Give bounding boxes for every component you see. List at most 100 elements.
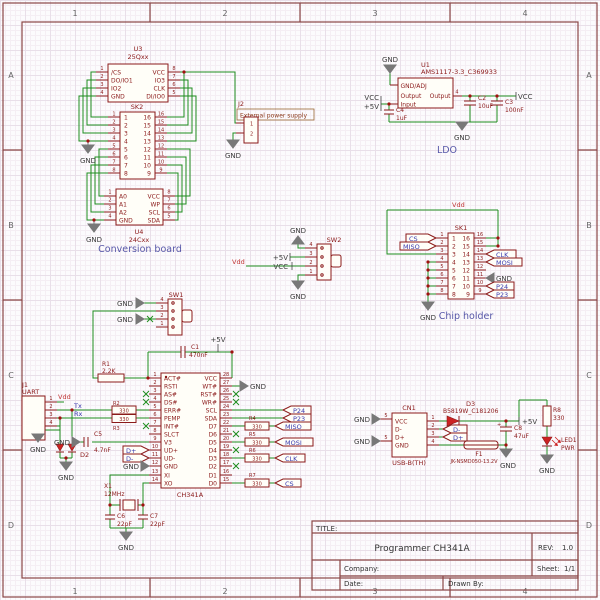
pin-name: V3 bbox=[164, 440, 172, 447]
gnd-flag[interactable]: GND bbox=[54, 436, 81, 448]
pin-name: CLK bbox=[154, 86, 167, 93]
net-flag-5v[interactable]: +5V bbox=[210, 336, 226, 352]
component-led1[interactable]: LED1 PWR bbox=[541, 436, 577, 452]
component-sw2[interactable]: SW2 4 3 2 1 bbox=[305, 236, 342, 281]
gnd-flag[interactable]: GND bbox=[117, 297, 145, 309]
component-sk2[interactable]: SK2 1 2 3 4 5 6 7 8 16 15 14 13 12 11 10… bbox=[108, 103, 167, 180]
net-flag-mosi[interactable]: MOSI bbox=[273, 437, 314, 447]
component-r4[interactable]: R4 330 bbox=[244, 416, 270, 431]
gnd-flag[interactable]: GND bbox=[117, 313, 145, 325]
net-flag-5v[interactable]: +5V bbox=[518, 417, 537, 426]
pin-num: 3 bbox=[452, 252, 456, 259]
net-flag-dminus[interactable]: D- bbox=[441, 424, 468, 434]
gnd-flag[interactable]: GND bbox=[420, 301, 436, 322]
frame-col-label: 3 bbox=[372, 587, 377, 596]
component-c4[interactable]: C4 1uF bbox=[384, 107, 408, 122]
net-label-vdd[interactable]: Vdd bbox=[232, 258, 245, 266]
component-c3[interactable]: C3 100nF bbox=[491, 99, 524, 114]
component-u1[interactable]: U1 AMS1117-3.3_C369933 GND/ADJ Output In… bbox=[390, 61, 497, 109]
component-r6[interactable]: R6 330 bbox=[244, 448, 270, 463]
gnd-flag[interactable]: GND bbox=[354, 413, 381, 425]
net-flag-p24[interactable]: P24 bbox=[281, 405, 312, 415]
net-flag-clk[interactable]: CLK bbox=[484, 249, 517, 259]
component-x1[interactable]: X1 12MHz bbox=[104, 483, 139, 511]
gnd-flag[interactable]: GND bbox=[58, 461, 74, 482]
gnd-flag[interactable]: GND bbox=[225, 139, 241, 160]
component-r5[interactable]: R5 330 bbox=[244, 432, 270, 447]
component-r2[interactable]: R2 330 bbox=[111, 401, 137, 415]
net-flag-cs[interactable]: CS bbox=[405, 233, 438, 243]
net-flag-5v[interactable]: +5V bbox=[273, 253, 291, 262]
gnd-flag[interactable]: GND bbox=[123, 460, 150, 472]
pin-num: 1 bbox=[100, 66, 103, 72]
net-flag-p23[interactable]: P23 bbox=[281, 413, 312, 423]
pin-name: XI bbox=[164, 473, 170, 480]
component-ch341a[interactable]: CH341A ACT# RSTI AS# DS# ERR# PEMP INT# … bbox=[149, 372, 232, 499]
net-flag-p24[interactable]: P24 bbox=[484, 281, 515, 291]
gnd-flag[interactable]: GND bbox=[118, 531, 134, 552]
net-flag-cs[interactable]: CS bbox=[273, 478, 302, 488]
r1-value: 2.2K bbox=[102, 368, 117, 375]
component-r8[interactable]: R8 330 bbox=[542, 405, 565, 427]
component-c8[interactable]: + C8 47uF bbox=[497, 422, 529, 440]
pin-name: IO2 bbox=[111, 86, 121, 93]
component-c5[interactable]: C5 4.7nF bbox=[83, 431, 111, 454]
pin-num: 2 bbox=[108, 198, 111, 204]
pad-num: 11 bbox=[477, 272, 483, 278]
net-label-vdd[interactable]: Vdd bbox=[452, 201, 465, 209]
component-j1[interactable]: J1 UART 1 2 3 4 bbox=[21, 381, 57, 441]
net-flag-dplus[interactable]: D+ bbox=[122, 445, 151, 455]
net-label-tx[interactable]: Tx bbox=[73, 402, 82, 410]
net-flag-dplus[interactable]: D+ bbox=[441, 432, 468, 442]
pin-num: 14 bbox=[143, 131, 151, 138]
component-c1[interactable]: C1 470nF bbox=[180, 344, 208, 359]
component-d3[interactable]: D3 B5819W_C181206 bbox=[443, 400, 499, 427]
gnd-flag[interactable]: GND bbox=[382, 56, 398, 74]
net-flag-p23[interactable]: P23 bbox=[484, 289, 515, 299]
net-flag-vcc-in[interactable]: VCC +5V bbox=[364, 94, 382, 111]
component-sk1[interactable]: SK1 1 2 3 4 5 6 7 8 16 15 14 13 12 11 10… bbox=[436, 224, 486, 300]
component-sw1[interactable]: SW1 4 3 2 1 bbox=[156, 291, 193, 336]
net-label-vdd[interactable]: Vdd bbox=[58, 393, 71, 401]
component-u3[interactable]: U3 25Qxx /CS DO/IO1 IO2 GND VCC IO3 CLK … bbox=[96, 45, 180, 103]
component-u4[interactable]: U4 24Cxx A0 A1 A2 GND VCC WP SCL SDA 1 2… bbox=[104, 188, 175, 244]
component-r7[interactable]: R7 330 bbox=[244, 473, 270, 488]
pin-num: 26 bbox=[223, 388, 229, 394]
gnd-flag[interactable]: GND bbox=[239, 380, 266, 392]
gnd-flag[interactable]: GND bbox=[290, 227, 306, 245]
gnd-flag[interactable]: GND bbox=[539, 454, 555, 475]
gnd-flag[interactable]: GND bbox=[30, 433, 46, 454]
net-flag-clk[interactable]: CLK bbox=[273, 453, 306, 463]
pin-name: WR# bbox=[202, 400, 217, 407]
pad-num: 12 bbox=[477, 264, 483, 270]
pin-name: D6 bbox=[209, 432, 218, 439]
gnd-flag[interactable]: GND bbox=[454, 121, 470, 142]
gnd-flag[interactable]: GND bbox=[80, 141, 96, 165]
gnd-flag[interactable]: GND bbox=[354, 435, 381, 447]
component-c2[interactable]: C2 10uF bbox=[464, 95, 493, 110]
gnd-flag[interactable]: GND bbox=[499, 448, 516, 470]
component-r1[interactable]: R1 2.2K bbox=[97, 361, 125, 383]
net-flag-miso[interactable]: MISO bbox=[399, 241, 438, 251]
gnd-flag[interactable]: GND bbox=[86, 220, 102, 244]
component-cn1[interactable]: CN1 USB-B(TH) VCC D- D+ GND 1 2 3 4 5 5 bbox=[380, 404, 439, 467]
wires[interactable] bbox=[37, 71, 548, 532]
net-flag-vcc[interactable]: VCC bbox=[273, 262, 293, 271]
net-flag-miso[interactable]: MISO bbox=[273, 421, 312, 431]
pad-num: 12 bbox=[158, 144, 164, 150]
net-label-rx[interactable]: Rx bbox=[74, 410, 83, 418]
component-c6[interactable]: C6 22pF bbox=[105, 513, 132, 528]
gnd-flag[interactable]: GND bbox=[290, 280, 306, 301]
net-flag-vcc-out[interactable]: VCC bbox=[515, 92, 533, 101]
net-flag-dminus[interactable]: D- bbox=[122, 453, 151, 463]
sheet-label: Sheet: bbox=[537, 565, 560, 573]
component-c7[interactable]: C7 22pF bbox=[138, 513, 165, 528]
net-flag-mosi[interactable]: MOSI bbox=[484, 257, 523, 267]
component-f1[interactable]: F1 JK-NSMD050-13.2V bbox=[449, 440, 499, 465]
component-j2[interactable]: J2 External power supply 1 2 bbox=[236, 100, 315, 144]
pin-num: 8 bbox=[124, 171, 128, 178]
component-r3[interactable]: R3 330 bbox=[111, 414, 137, 433]
r5-value: 330 bbox=[252, 441, 262, 447]
c4-ref: C4 bbox=[396, 107, 404, 114]
gnd-flag[interactable]: GND bbox=[485, 272, 512, 284]
